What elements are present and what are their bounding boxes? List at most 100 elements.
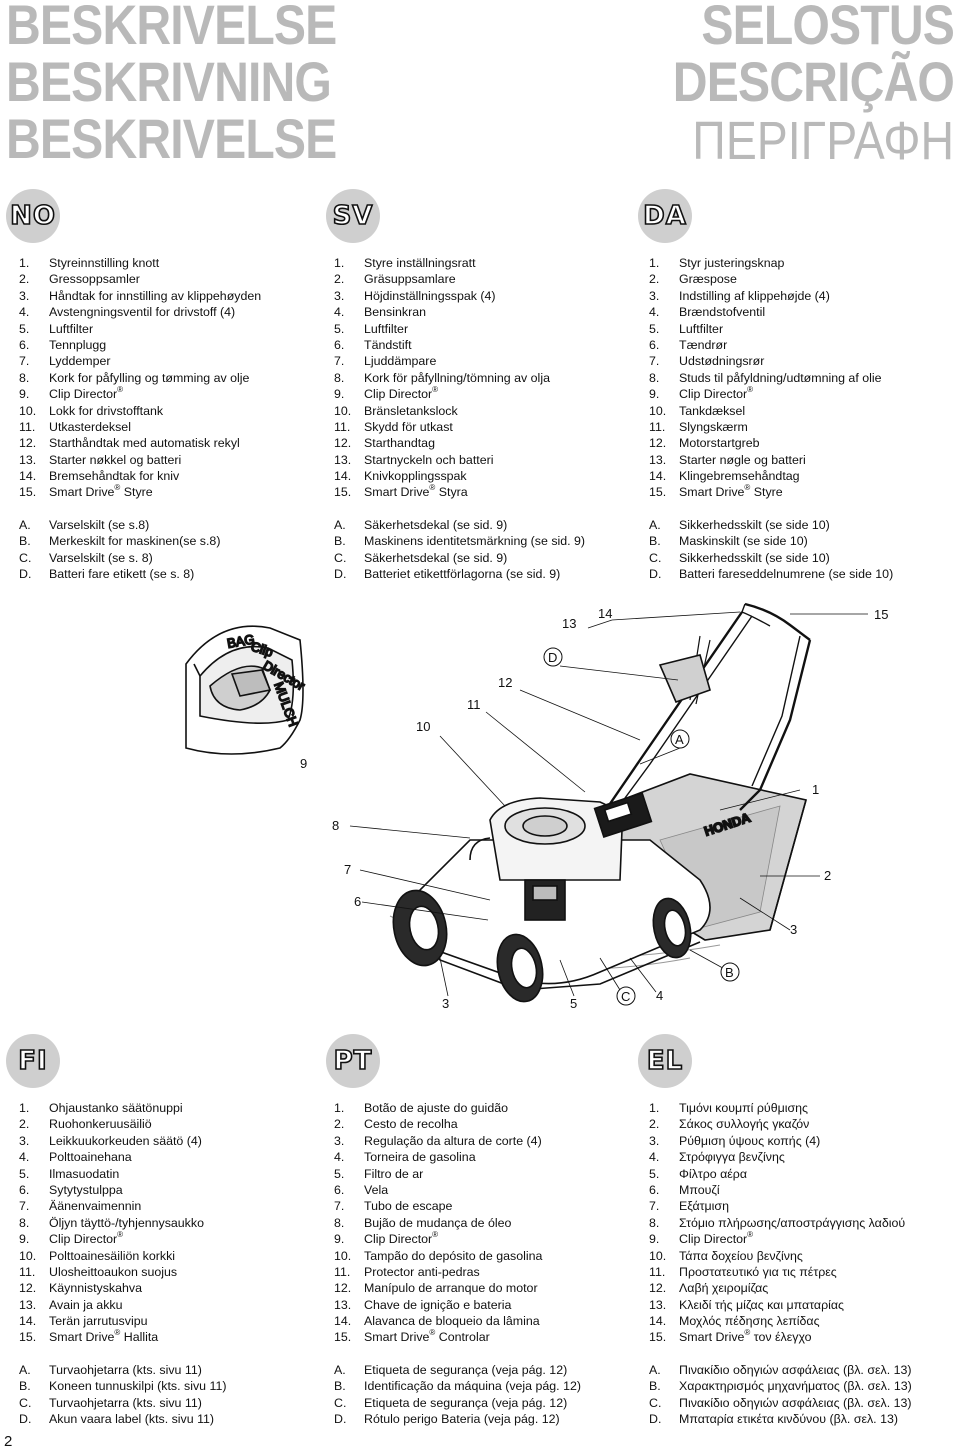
item-text: Styr justeringsknap	[679, 256, 785, 270]
item-number: 4.	[19, 1150, 30, 1165]
registered-mark: ®	[747, 385, 754, 394]
item-number: 8.	[19, 370, 30, 385]
item-number: 6.	[19, 337, 30, 352]
item-number: B.	[334, 534, 346, 549]
item-number: 5.	[19, 321, 30, 336]
item-text: Rótulo perigo Bateria (veja pág. 12)	[364, 1412, 560, 1427]
item-number: 10.	[334, 403, 352, 418]
item-text: Maskinskilt (se side 10)	[679, 534, 808, 549]
item-text: Höjdinställningsspak (4)	[364, 288, 496, 303]
item-number: 4.	[334, 305, 345, 320]
item-text: Tändstift	[364, 337, 412, 352]
item-number: 10.	[334, 1248, 352, 1263]
item-text: Maskinens identitetsmärkning (se sid. 9)	[364, 534, 586, 549]
item-text: Filtro de ar	[364, 1166, 424, 1181]
title-no: BESKRIVELSE	[6, 0, 337, 56]
callout-C: C	[621, 989, 630, 1004]
callout-10: 10	[416, 719, 430, 734]
item-number: B.	[649, 534, 661, 549]
item-text: Bremsehåndtak for kniv	[49, 469, 180, 484]
item-text: Εξάτμιση	[679, 1199, 729, 1214]
item-text: Identificação da máquina (veja pág. 12)	[364, 1379, 581, 1394]
item-number: B.	[649, 1379, 661, 1394]
registered-mark: ®	[429, 483, 436, 493]
item-number: 7.	[19, 354, 30, 369]
item-text: Χαρακτηρισμός μηχανήματος (βλ. σελ. 13)	[679, 1379, 912, 1394]
item-text: Starthåndtak med automatisk rekyl	[49, 436, 240, 451]
item-number: 2.	[334, 1117, 345, 1132]
callout-B: B	[725, 965, 734, 980]
item-number: 11.	[334, 419, 351, 434]
front-right-wheel	[496, 933, 544, 1003]
item-number: 7.	[334, 1199, 345, 1214]
item-text: Gräsuppsamlare	[364, 272, 456, 287]
item-text: Terän jarrutusvipu	[49, 1314, 148, 1329]
item-number: 6.	[334, 337, 345, 352]
item-text: Käynnistyskahva	[49, 1281, 142, 1296]
item-text: Clip Director®	[49, 1230, 124, 1247]
item-number: 3.	[19, 288, 30, 303]
item-number: 2.	[334, 272, 345, 287]
callout-13: 13	[562, 616, 576, 631]
item-number: 12.	[649, 436, 667, 451]
item-number: 11.	[649, 1264, 666, 1279]
item-number: 14.	[19, 469, 37, 484]
item-text: Avstengningsventil for drivstoff (4)	[49, 305, 236, 320]
item-text: Clip Director®	[49, 385, 124, 402]
item-text: Σάκος συλλογής γκαζόν	[679, 1117, 810, 1132]
item-text: Studs til påfyldning/udtømning af olie	[679, 370, 882, 385]
item-text: Öljyn täyttö-/tyhjennysaukko	[49, 1215, 204, 1230]
item-number: 1.	[334, 1101, 345, 1115]
item-text: Smart Drive® τον έλεγχο	[679, 1328, 812, 1345]
item-number: 1.	[19, 1101, 30, 1115]
item-number: 4.	[649, 1150, 660, 1165]
item-text: Indstilling af klippehøjde (4)	[679, 288, 830, 303]
callout-8: 8	[332, 818, 339, 833]
item-text: Bensinkran	[364, 305, 426, 320]
item-number: 13.	[19, 452, 37, 467]
title-da: BESKRIVELSE	[6, 107, 337, 170]
item-text: Πινακίδιο οδηγιών ασφάλειας (βλ. σελ. 13…	[679, 1395, 912, 1410]
item-text: Slyngskærm	[679, 419, 748, 434]
item-text: Turvaohjetarra (kts. sivu 11)	[49, 1363, 202, 1377]
item-number: 8.	[649, 1215, 660, 1230]
item-text: Clip Director®	[364, 1230, 439, 1247]
item-text: Smart Drive® Styra	[364, 483, 468, 500]
item-text: Clip Director®	[679, 385, 754, 402]
language-badge-da: DA	[638, 189, 692, 243]
item-number: 10.	[649, 403, 667, 418]
callout-6: 6	[354, 894, 361, 909]
item-number: 1.	[19, 256, 30, 270]
item-number: 5.	[334, 321, 345, 336]
item-text: Luftfilter	[364, 321, 409, 336]
item-text: Ohjaustanko säätönuppi	[49, 1101, 183, 1115]
item-text: Smart Drive® Styre	[679, 483, 783, 500]
item-number: 12.	[334, 436, 352, 451]
item-text: Merkeskilt for maskinen(se s.8)	[49, 534, 221, 549]
item-text: Håndtak for innstilling av klippehøyden	[49, 288, 262, 303]
item-number: 14.	[334, 469, 352, 484]
registered-mark: ®	[117, 385, 124, 394]
language-badge-no: NO	[6, 189, 60, 243]
lawnmower-diagram: BAG Clip Director MULCH HONDA	[185, 602, 888, 1011]
item-text: Ruohonkeruusäiliö	[49, 1117, 152, 1132]
registered-mark: ®	[747, 1230, 754, 1239]
item-number: 2.	[19, 272, 30, 287]
item-number: A.	[649, 1363, 661, 1377]
item-number: A.	[334, 518, 346, 532]
item-number: 11.	[19, 1264, 36, 1279]
item-number: 6.	[649, 337, 660, 352]
registered-mark: ®	[429, 1328, 436, 1338]
item-number: 14.	[334, 1314, 352, 1329]
item-number: 5.	[649, 1166, 660, 1181]
registered-mark: ®	[114, 483, 121, 493]
item-number: 10.	[19, 403, 37, 418]
item-number: 1.	[334, 256, 345, 270]
item-number: D.	[649, 567, 662, 582]
item-text: Starter nøgle og batteri	[679, 452, 806, 467]
registered-mark: ®	[432, 1230, 439, 1239]
item-number: 9.	[334, 387, 345, 402]
language-badge-sv: SV	[326, 189, 380, 243]
item-text: Regulação da altura de corte (4)	[364, 1133, 542, 1148]
item-number: 11.	[649, 419, 666, 434]
